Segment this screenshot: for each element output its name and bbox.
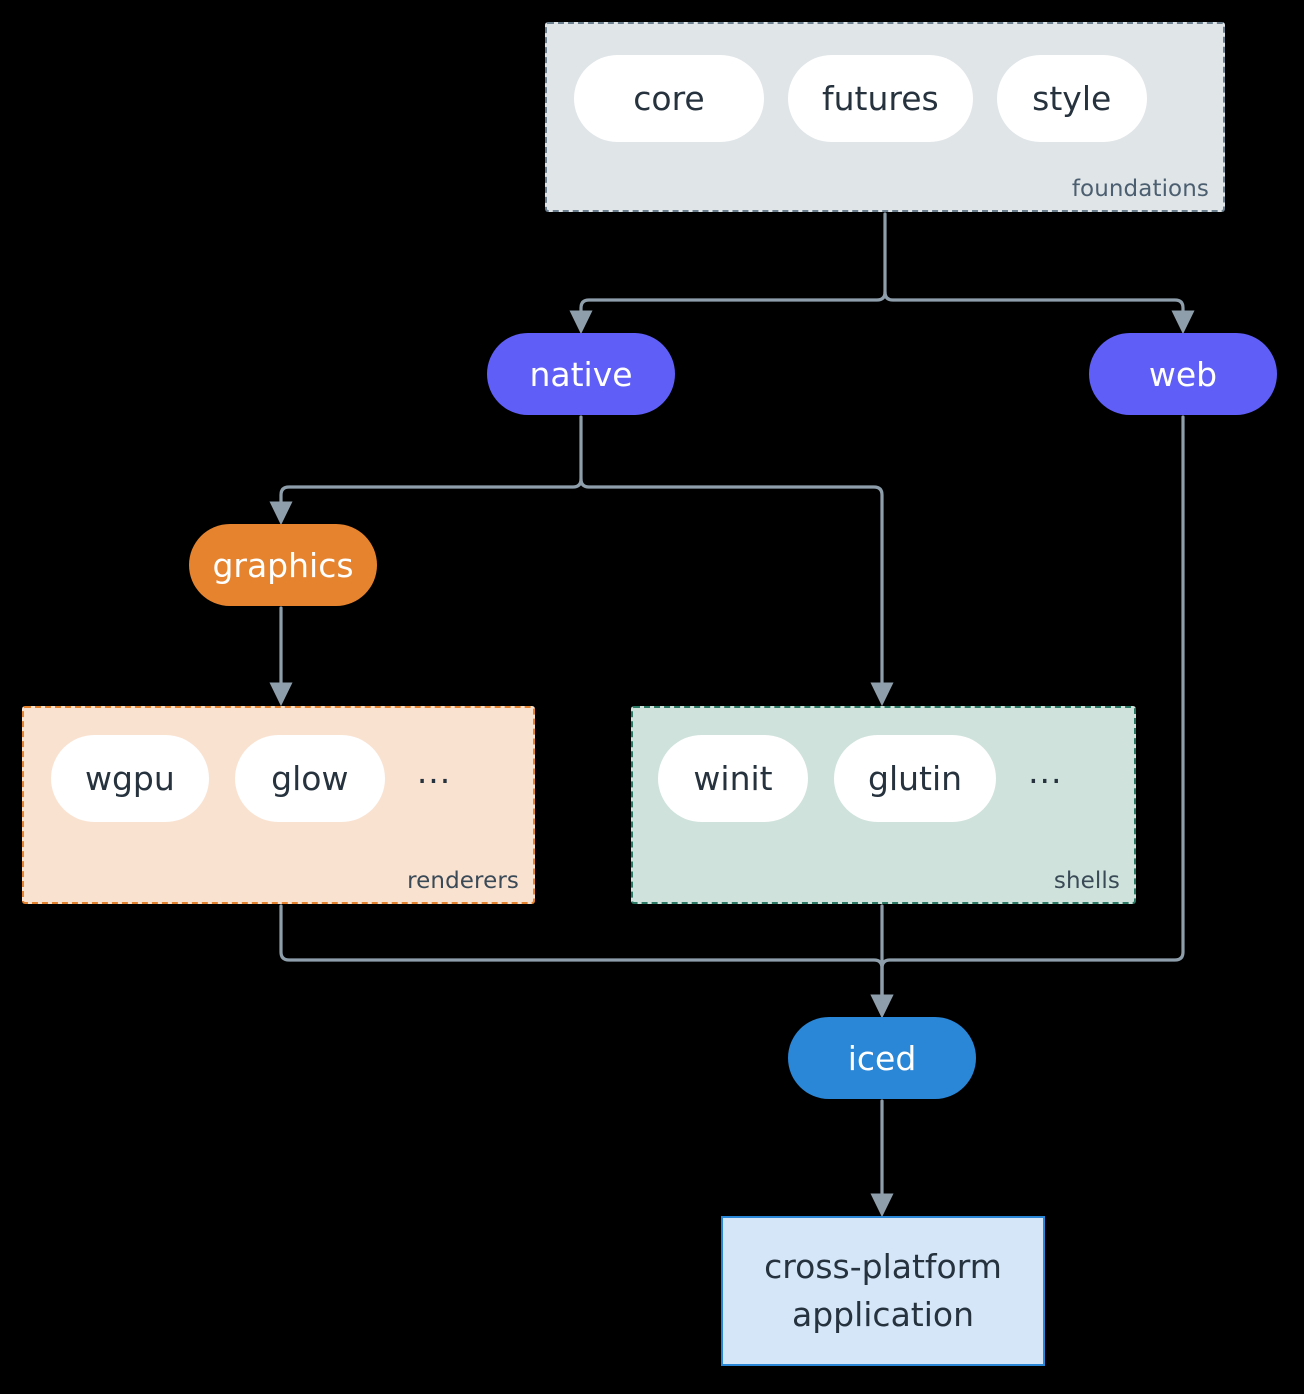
renderers-ellipsis: ... bbox=[416, 752, 452, 791]
chip-core[interactable]: core bbox=[574, 55, 764, 142]
chip-style[interactable]: style bbox=[996, 55, 1147, 142]
node-app-label-line1: cross-platform bbox=[764, 1247, 1002, 1287]
group-foundations: core futures style foundations bbox=[545, 22, 1225, 212]
chip-winit[interactable]: winit bbox=[658, 735, 808, 822]
node-native[interactable]: native bbox=[487, 333, 675, 415]
group-shells: winit glutin ... shells bbox=[631, 706, 1136, 904]
edge-foundations-native bbox=[569, 212, 887, 335]
edge-renderers-iced bbox=[279, 904, 894, 1019]
chip-futures[interactable]: futures bbox=[788, 55, 973, 142]
chip-wgpu[interactable]: wgpu bbox=[51, 735, 209, 822]
shells-ellipsis: ... bbox=[1028, 752, 1063, 791]
group-shells-label: shells bbox=[1053, 868, 1120, 894]
edge-native-shells bbox=[579, 477, 894, 707]
group-foundations-items: core futures style bbox=[574, 55, 1147, 142]
edge-foundations-web bbox=[883, 290, 1195, 335]
chip-glow[interactable]: glow bbox=[234, 735, 385, 822]
group-renderers-label: renderers bbox=[407, 868, 519, 894]
edge-native-graphics bbox=[269, 415, 583, 526]
group-foundations-label: foundations bbox=[1071, 176, 1209, 202]
node-app-label-line2: application bbox=[791, 1295, 975, 1334]
group-renderers-items: wgpu glow ... bbox=[51, 735, 457, 822]
group-shells-items: winit glutin ... bbox=[658, 735, 1069, 822]
group-renderers: wgpu glow ... renderers bbox=[22, 706, 535, 904]
chip-glutin[interactable]: glutin bbox=[834, 735, 997, 822]
node-web[interactable]: web bbox=[1089, 333, 1277, 415]
node-cross-platform-application[interactable]: cross-platform application bbox=[721, 1216, 1045, 1366]
node-iced[interactable]: iced bbox=[788, 1017, 976, 1099]
node-graphics[interactable]: graphics bbox=[189, 524, 377, 606]
